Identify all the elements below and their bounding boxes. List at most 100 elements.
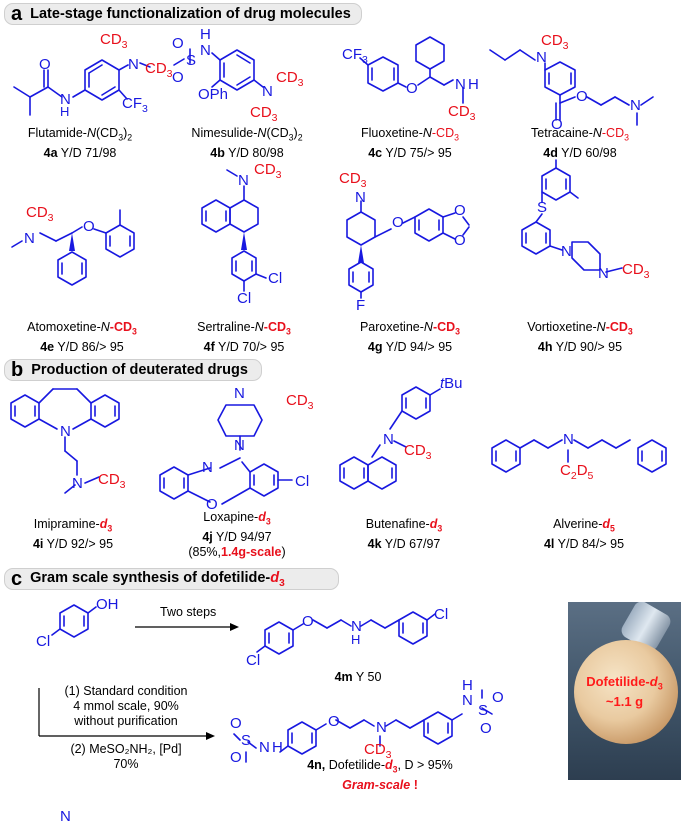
atom-n: N	[24, 230, 35, 247]
structure-4b-bonds	[173, 48, 264, 91]
atom-o: O	[454, 232, 466, 249]
flask	[574, 640, 678, 744]
label-cd3: CD3	[339, 170, 367, 190]
section-title: Late-stage functionalization of drug mol…	[30, 6, 351, 22]
atom-n: N	[200, 42, 211, 59]
structure-4h-bonds	[521, 159, 623, 273]
caption-4k: Butenafine-d3 4k Y/D 67/97	[365, 517, 443, 551]
atom-n: N	[383, 431, 394, 448]
section-a-header: a Late-stage functionalization of drug m…	[4, 3, 362, 25]
label-cd3: CD3	[145, 60, 173, 80]
atom-n: N	[536, 49, 547, 66]
atom-cl: Cl	[36, 633, 51, 650]
atom-o: O	[551, 116, 563, 133]
structure-4c: CF3 O N H CD3	[338, 25, 483, 135]
label-cf3: CF3	[122, 95, 148, 115]
atom-n: N	[455, 76, 466, 93]
atom-h: H	[468, 76, 479, 93]
atom-n: N	[262, 83, 273, 100]
caption-4i: Imipramine-d3 4i Y/D 92/> 95	[32, 517, 114, 551]
label-cd3: CD3	[404, 442, 432, 462]
atom-nh: N	[60, 91, 71, 108]
atom-h: H	[351, 632, 361, 647]
arrow-dofetilide	[38, 688, 215, 740]
atom-n: N	[351, 618, 362, 635]
label-cd3: CD3	[250, 104, 278, 124]
arrow-two-steps-label: Two steps	[160, 605, 217, 619]
structure-4g: N CD3 O O O F	[325, 165, 485, 315]
caption-4f: Sertraline-N-CD3 4f Y/D 70/> 95	[197, 320, 291, 354]
atom-o: O	[230, 715, 242, 732]
atom-o: O	[492, 689, 504, 706]
structure-4j	[150, 380, 320, 510]
label-cd3: CD3	[254, 161, 282, 181]
atom-n: N	[259, 739, 270, 756]
section-title: Production of deuterated drugs	[31, 362, 248, 378]
label-oph: OPh	[198, 86, 229, 103]
structure-4d: N CD3 O O N	[485, 25, 680, 135]
structure-4f: N CD3 Cl Cl	[182, 158, 312, 323]
structure-4b: H N S O O OPh N CD3 CD3	[170, 25, 330, 135]
atom-o: O	[206, 496, 218, 513]
structure-chlorophenol	[30, 593, 120, 663]
caption-4b: Nimesulide-N(CD3)2 4b Y/D 80/98	[191, 126, 303, 160]
structure-4n-bonds	[233, 689, 493, 763]
label-cd3: CD3	[364, 741, 392, 761]
structure-4a-bonds	[13, 59, 151, 116]
atom-o: O	[576, 88, 588, 105]
caption-4l: Alverine-d5 4l Y/D 84/> 95	[543, 517, 625, 551]
structure-4f-bonds	[201, 169, 267, 292]
atom-o: O	[406, 80, 418, 97]
chlorophenol-bonds	[51, 604, 97, 638]
caption-4g: Paroxetine-N-CD3 4g Y/D 94/> 95	[359, 320, 461, 354]
atom-n: N	[598, 265, 609, 282]
atom-n: N	[561, 243, 572, 260]
atom-cl: Cl	[295, 473, 310, 490]
atom-n: N	[355, 189, 366, 206]
atom-o: O	[39, 56, 51, 73]
label-cd3: CD3	[276, 69, 304, 89]
atom-n: N	[376, 719, 387, 736]
atom-n: N	[234, 437, 245, 454]
atom-n: N	[60, 808, 71, 825]
atom-o: O	[172, 69, 184, 86]
structure-4e-bonds	[11, 209, 135, 286]
label-cd3: CD3	[448, 103, 476, 123]
atom-o: O	[302, 613, 314, 630]
section-title: Gram scale synthesis of dofetilide-d3	[30, 569, 285, 589]
label-cd3: CD3	[541, 32, 569, 52]
label-cd3: CD3	[286, 392, 314, 412]
atom-f: F	[356, 297, 366, 314]
structure-4l	[488, 420, 683, 500]
section-letter: a	[11, 3, 23, 25]
atom-h: H	[200, 26, 211, 43]
atom-oh: OH	[96, 596, 119, 613]
structure-4k	[320, 375, 490, 510]
label-cd3: CD3	[26, 204, 54, 224]
product-photo: Dofetilide-d3 ~1.1 g	[568, 602, 681, 780]
atom-s: S	[478, 702, 489, 719]
atom-h: H	[60, 104, 70, 119]
caption-4d: Tetracaine-N-CD3 4d Y/D 60/98	[531, 126, 629, 160]
caption-4j: Loxapine-d3 4j Y/D 94/97 (85%,1.4g-scale…	[188, 510, 286, 559]
structure-4k-bonds	[339, 386, 441, 490]
atom-n: N	[128, 56, 139, 73]
label-c2d5: C2D5	[560, 462, 594, 482]
atom-cl: Cl	[237, 290, 252, 307]
atom-n: N	[234, 385, 245, 402]
structure-4g-bonds	[346, 200, 470, 299]
atom-n: N	[202, 459, 213, 476]
atom-cl: Cl	[246, 652, 261, 669]
atom-o: O	[230, 749, 242, 766]
atom-n: N	[630, 97, 641, 114]
structure-4n	[220, 680, 560, 780]
structure-4a: O N H N CD3 CD3 CF3	[0, 25, 173, 135]
atom-o: O	[83, 218, 95, 235]
atom-n: N	[60, 423, 71, 440]
structure-4j-bonds	[159, 404, 293, 505]
atom-s: S	[537, 199, 548, 216]
section-letter: b	[11, 359, 24, 381]
atom-n: N	[563, 431, 574, 448]
structure-4d-bonds	[489, 49, 654, 126]
structure-4h: S N N CD3	[512, 158, 677, 323]
